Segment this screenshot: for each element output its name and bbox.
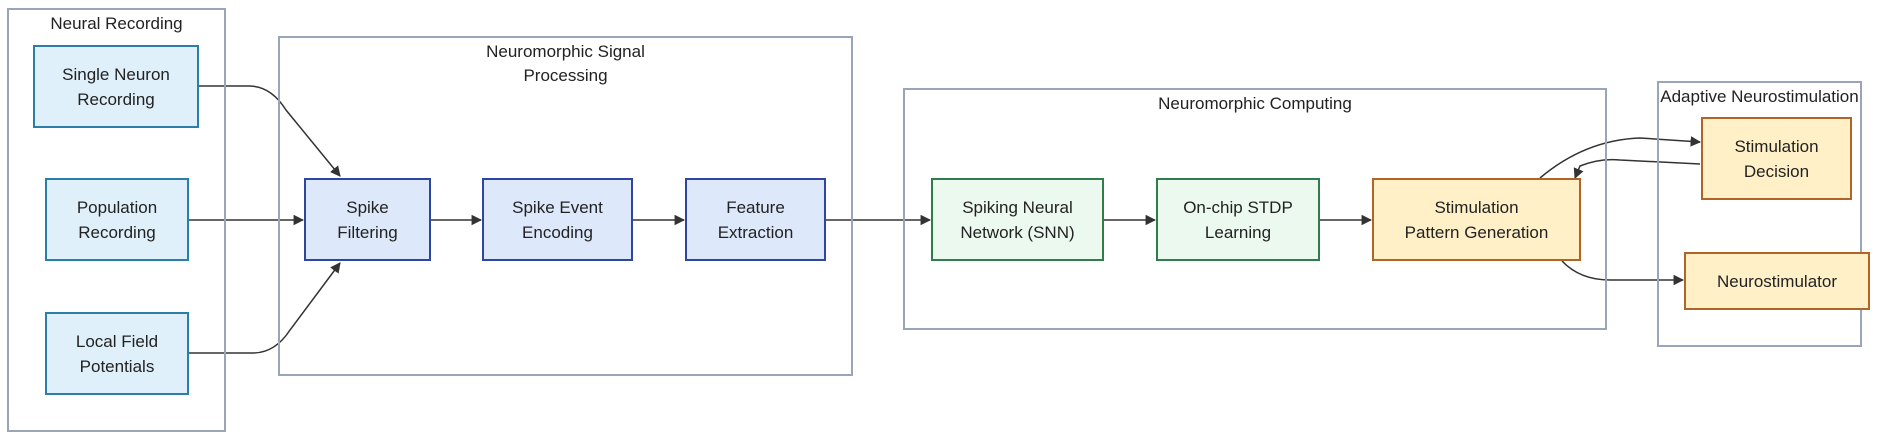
node-spike-event-encoding[interactable]: Spike Event Encoding	[482, 178, 633, 261]
group-title-adaptive-neurostimulation: Adaptive Neurostimulation	[1660, 87, 1859, 106]
group-neural-recording: Neural Recording	[7, 8, 226, 432]
node-neurostimulator[interactable]: Neurostimulator	[1684, 252, 1870, 310]
edge-decision-to-pattern-generation	[1573, 158, 1701, 179]
group-neuromorphic-signal-processing: Neuromorphic Signal Processing	[278, 36, 853, 376]
node-spike-filtering[interactable]: Spike Filtering	[304, 178, 431, 261]
group-adaptive-neurostimulation: Adaptive Neurostimulation	[1657, 81, 1862, 347]
node-population-recording[interactable]: Population Recording	[45, 178, 189, 261]
edge-pattern-generation-to-neurostimulator	[1561, 260, 1685, 286]
node-single-neuron-recording[interactable]: Single Neuron Recording	[33, 45, 199, 128]
group-title-signal-processing: Neuromorphic Signal Processing	[486, 42, 645, 85]
group-title-neuromorphic-computing: Neuromorphic Computing	[1158, 94, 1352, 113]
edge-pattern-generation-to-decision	[1539, 136, 1702, 179]
node-spiking-neural-network[interactable]: Spiking Neural Network (SNN)	[931, 178, 1104, 261]
group-title-neural-recording: Neural Recording	[50, 14, 183, 33]
edge-lfp-to-spike-filtering	[189, 262, 341, 354]
node-stimulation-pattern-generation[interactable]: Stimulation Pattern Generation	[1372, 178, 1581, 261]
group-neuromorphic-computing: Neuromorphic Computing	[903, 88, 1607, 330]
node-stimulation-decision[interactable]: Stimulation Decision	[1701, 117, 1852, 200]
node-local-field-potentials[interactable]: Local Field Potentials	[45, 312, 189, 395]
edge-single-neuron-to-spike-filtering	[199, 85, 341, 177]
node-on-chip-stdp-learning[interactable]: On-chip STDP Learning	[1156, 178, 1320, 261]
node-feature-extraction[interactable]: Feature Extraction	[685, 178, 826, 261]
